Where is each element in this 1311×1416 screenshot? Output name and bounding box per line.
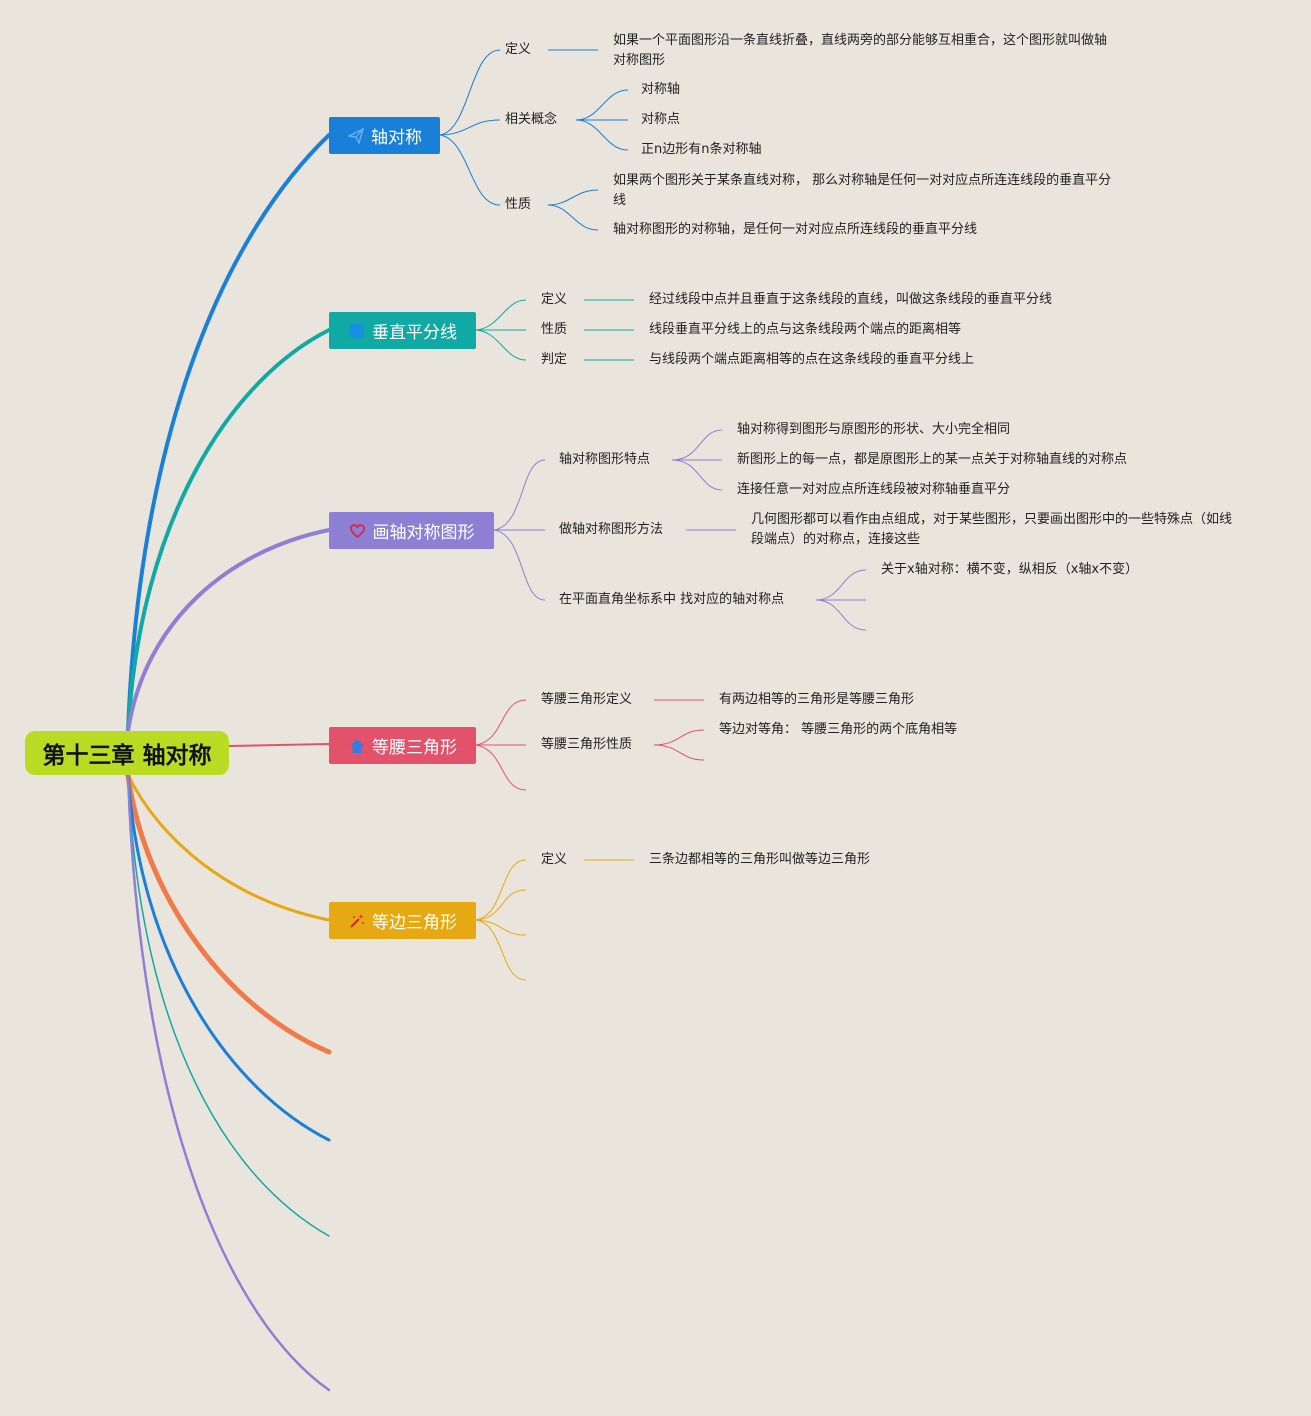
root-topic[interactable]: 第十三章 轴对称 (25, 731, 229, 775)
topic-perpendicular-bisector[interactable]: 垂直平分线 (329, 312, 476, 349)
subtopic-property[interactable]: 等腰三角形性质 (541, 737, 633, 752)
feature-item[interactable]: 轴对称得到图形与原图形的形状、大小完全相同 (737, 422, 1011, 437)
subtopic-definition[interactable]: 定义 (505, 42, 532, 57)
house-icon (348, 737, 366, 755)
property-item[interactable]: 轴对称图形的对称轴，是任何一对对应点所连线段的垂直平分线 (613, 222, 978, 237)
subtopic-features[interactable]: 轴对称图形特点 (559, 452, 651, 467)
feature-item[interactable]: 新图形上的每一点，都是原图形上的某一点关于对称轴直线的对称点 (737, 452, 1128, 467)
subtopic-definition[interactable]: 等腰三角形定义 (541, 692, 633, 707)
topic-label: 垂直平分线 (372, 323, 457, 343)
subtopic-property[interactable]: 性质 (541, 322, 568, 337)
subtopic-property[interactable]: 性质 (505, 197, 532, 212)
feature-item[interactable]: 连接任意一对对应点所连线段被对称轴垂直平分 (737, 482, 1011, 497)
subtopic-definition[interactable]: 定义 (541, 292, 568, 307)
topic-label: 等边三角形 (372, 913, 457, 933)
subtopic-method[interactable]: 做轴对称图形方法 (559, 522, 664, 537)
criterion-text[interactable]: 与线段两个端点距离相等的点在这条线段的垂直平分线上 (649, 352, 975, 367)
paper-plane-icon (347, 127, 365, 145)
definition-text[interactable]: 如果一个平面图形沿一条直线折叠，直线两旁的部分能够互相重合，这个图形就叫做轴对称… (613, 33, 1108, 68)
subtopic-coordinates[interactable]: 在平面直角坐标系中 找对应的轴对称点 (559, 592, 785, 607)
property-text[interactable]: 等边对等角： 等腰三角形的两个底角相等 (719, 722, 958, 737)
coordinate-item[interactable]: 关于x轴对称：横不变，纵相反（x轴x不变） (881, 562, 1139, 577)
topic-isosceles-triangle[interactable]: 等腰三角形 (329, 727, 476, 764)
concept-item[interactable]: 对称轴 (641, 82, 681, 97)
subtopic-criterion[interactable]: 判定 (541, 352, 568, 367)
topic-label: 等腰三角形 (372, 738, 457, 758)
definition-text[interactable]: 三条边都相等的三角形叫做等边三角形 (649, 852, 871, 867)
topic-draw-symmetric-figure[interactable]: 画轴对称图形 (329, 512, 494, 549)
square-icon (348, 322, 366, 340)
topic-label: 轴对称 (371, 128, 422, 148)
definition-text[interactable]: 有两边相等的三角形是等腰三角形 (719, 692, 915, 707)
topic-equilateral-triangle[interactable]: 等边三角形 (329, 902, 476, 939)
method-text[interactable]: 几何图形都可以看作由点组成，对于某些图形，只要画出图形中的一些特殊点（如线段端点… (751, 512, 1233, 547)
heart-icon (349, 522, 367, 540)
topic-label: 画轴对称图形 (372, 523, 475, 543)
concept-item[interactable]: 正n边形有n条对称轴 (641, 142, 762, 157)
property-text[interactable]: 线段垂直平分线上的点与这条线段两个端点的距离相等 (649, 322, 962, 337)
magic-wand-icon (348, 912, 366, 930)
property-item[interactable]: 如果两个图形关于某条直线对称， 那么对称轴是任何一对对应点所连连线段的垂直平分线 (613, 173, 1112, 208)
root-label: 第十三章 轴对称 (42, 743, 212, 769)
concept-item[interactable]: 对称点 (641, 112, 681, 127)
subtopic-concepts[interactable]: 相关概念 (505, 112, 558, 127)
subtopic-definition[interactable]: 定义 (541, 852, 568, 867)
topic-axial-symmetry[interactable]: 轴对称 (329, 117, 440, 154)
definition-text[interactable]: 经过线段中点并且垂直于这条线段的直线，叫做这条线段的垂直平分线 (649, 292, 1053, 307)
